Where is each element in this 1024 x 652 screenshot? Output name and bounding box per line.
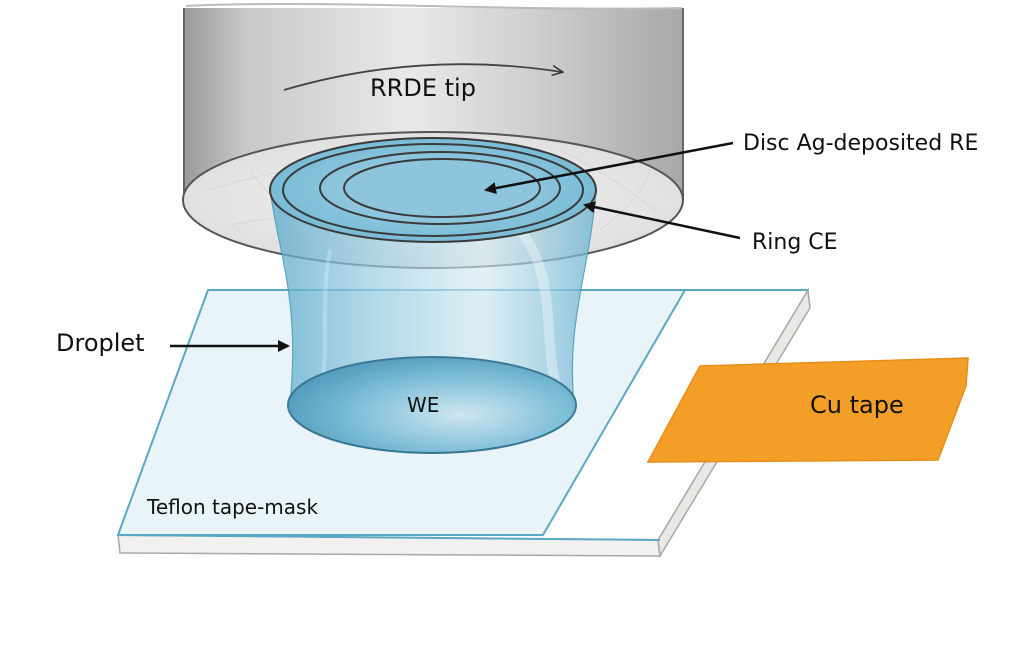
disc-re — [343, 158, 541, 218]
we-label: WE — [407, 393, 439, 417]
rotation-arrow — [283, 63, 562, 91]
droplet-label: Droplet — [56, 329, 145, 357]
electrode-rings — [269, 137, 597, 243]
disc-arrow — [484, 141, 734, 195]
ring-ce — [282, 143, 584, 237]
rrde-tip-label: RRDE tip — [370, 74, 476, 102]
teflon-label: Teflon tape-mask — [146, 495, 318, 519]
ring-arrow — [583, 201, 741, 240]
ring-ce-label: Ring CE — [752, 230, 838, 255]
cu-tape-label: Cu tape — [810, 391, 904, 419]
we-electrode — [287, 356, 577, 454]
disc-label: Disc Ag-deposited RE — [743, 131, 978, 156]
cu-tape — [646, 357, 969, 463]
